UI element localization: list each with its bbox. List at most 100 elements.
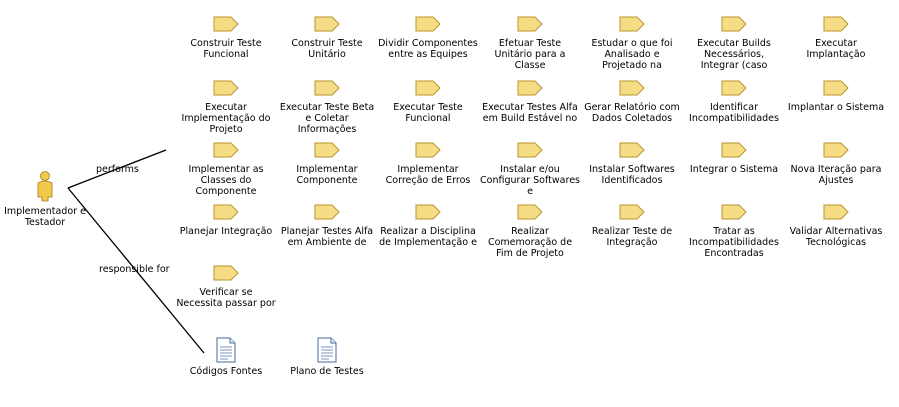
- task-node[interactable]: Realizar Comemoração de Fim de Projeto: [480, 204, 580, 259]
- task-icon: [721, 142, 747, 158]
- artifact-label: Códigos Fontes: [189, 366, 263, 377]
- task-label: Executar Implementação do Projeto: [181, 102, 271, 135]
- task-icon: [415, 204, 441, 220]
- performs-connector: [67, 149, 167, 189]
- task-label: Executar Testes Alfa em Build Estável no: [482, 102, 578, 124]
- task-icon: [517, 16, 543, 32]
- task-icon: [619, 80, 645, 96]
- task-icon: [213, 16, 239, 32]
- task-icon: [415, 80, 441, 96]
- task-label: Realizar a Disciplina de Implementação e: [379, 226, 477, 248]
- task-icon: [314, 80, 340, 96]
- performs-label: performs: [96, 164, 139, 175]
- task-node[interactable]: Construir Teste Funcional: [176, 16, 276, 60]
- task-icon: [619, 142, 645, 158]
- task-node[interactable]: Planejar Testes Alfa em Ambiente de: [277, 204, 377, 248]
- task-label: Validar Alternativas Tecnológicas: [789, 226, 883, 248]
- task-node[interactable]: Estudar o que foi Analisado e Projetado …: [582, 16, 682, 71]
- task-node[interactable]: Verificar se Necessita passar por: [176, 265, 276, 309]
- task-node[interactable]: Realizar a Disciplina de Implementação e: [378, 204, 478, 248]
- artifact-label: Plano de Testes: [290, 366, 364, 377]
- task-icon: [415, 142, 441, 158]
- person-icon: [37, 171, 53, 202]
- task-label: Efetuar Teste Unitário para a Classe: [494, 38, 566, 71]
- task-icon: [314, 142, 340, 158]
- task-node[interactable]: Nova Iteração para Ajustes: [786, 142, 886, 186]
- task-label: Implementar Correção de Erros: [385, 164, 471, 186]
- task-node[interactable]: Instalar e/ou Configurar Softwares e: [480, 142, 580, 197]
- task-node[interactable]: Tratar as Incompatibilidades Encontradas: [684, 204, 784, 259]
- task-label: Planejar Integração: [179, 226, 273, 237]
- task-label: Instalar e/ou Configurar Softwares e: [480, 164, 580, 197]
- task-label: Tratar as Incompatibilidades Encontradas: [689, 226, 779, 259]
- task-icon: [721, 80, 747, 96]
- task-node[interactable]: Identificar Incompatibilidades: [684, 80, 784, 124]
- task-node[interactable]: Construir Teste Unitário: [277, 16, 377, 60]
- task-node[interactable]: Integrar o Sistema: [684, 142, 784, 175]
- task-label: Construir Teste Funcional: [190, 38, 262, 60]
- task-node[interactable]: Implementar Componente: [277, 142, 377, 186]
- task-node[interactable]: Implementar Correção de Erros: [378, 142, 478, 186]
- role-implementador-testador[interactable]: Implementador e Testador: [0, 170, 90, 228]
- task-label: Instalar Softwares Identificados: [589, 164, 675, 186]
- role-name: Implementador e Testador: [4, 206, 86, 228]
- task-icon: [213, 204, 239, 220]
- task-icon: [823, 16, 849, 32]
- artifact-node[interactable]: Códigos Fontes: [176, 337, 276, 377]
- task-node[interactable]: Dividir Componentes entre as Equipes: [378, 16, 478, 60]
- task-label: Identificar Incompatibilidades: [689, 102, 779, 124]
- task-label: Executar Teste Funcional: [393, 102, 463, 124]
- task-label: Construir Teste Unitário: [291, 38, 363, 60]
- task-icon: [213, 142, 239, 158]
- task-label: Realizar Teste de Integração: [591, 226, 673, 248]
- task-icon: [517, 142, 543, 158]
- task-icon: [823, 142, 849, 158]
- artifact-node[interactable]: Plano de Testes: [277, 337, 377, 377]
- task-label: Gerar Relatório com Dados Coletados: [584, 102, 680, 124]
- task-node[interactable]: Executar Teste Beta e Coletar Informaçõe…: [277, 80, 377, 135]
- task-icon: [213, 265, 239, 281]
- task-icon: [823, 80, 849, 96]
- task-label: Nova Iteração para Ajustes: [790, 164, 882, 186]
- task-label: Planejar Testes Alfa em Ambiente de: [280, 226, 374, 248]
- document-icon: [216, 337, 236, 363]
- task-node[interactable]: Executar Implementação do Projeto: [176, 80, 276, 135]
- task-label: Executar Teste Beta e Coletar Informaçõe…: [279, 102, 375, 135]
- document-icon: [317, 337, 337, 363]
- task-icon: [213, 80, 239, 96]
- task-label: Verificar se Necessita passar por: [176, 287, 276, 309]
- task-node[interactable]: Instalar Softwares Identificados: [582, 142, 682, 186]
- task-node[interactable]: Realizar Teste de Integração: [582, 204, 682, 248]
- task-label: Implementar Componente: [296, 164, 358, 186]
- task-node[interactable]: Executar Testes Alfa em Build Estável no: [480, 80, 580, 124]
- task-node[interactable]: Efetuar Teste Unitário para a Classe: [480, 16, 580, 71]
- task-label: Integrar o Sistema: [689, 164, 779, 175]
- task-node[interactable]: Implantar o Sistema: [786, 80, 886, 113]
- task-node[interactable]: Implementar as Classes do Componente: [176, 142, 276, 197]
- task-label: Realizar Comemoração de Fim de Projeto: [487, 226, 573, 259]
- task-label: Estudar o que foi Analisado e Projetado …: [591, 38, 673, 71]
- task-icon: [721, 16, 747, 32]
- task-icon: [517, 204, 543, 220]
- task-icon: [314, 204, 340, 220]
- task-icon: [314, 16, 340, 32]
- task-node[interactable]: Gerar Relatório com Dados Coletados: [582, 80, 682, 124]
- task-node[interactable]: Executar Teste Funcional: [378, 80, 478, 124]
- task-node[interactable]: Executar Builds Necessários, Integrar (c…: [684, 16, 784, 71]
- task-label: Implementar as Classes do Componente: [188, 164, 264, 197]
- task-label: Dividir Componentes entre as Equipes: [378, 38, 478, 60]
- task-icon: [721, 204, 747, 220]
- task-icon: [517, 80, 543, 96]
- task-label: Executar Builds Necessários, Integrar (c…: [697, 38, 771, 71]
- task-icon: [619, 16, 645, 32]
- task-label: Implantar o Sistema: [787, 102, 885, 113]
- responsible-for-label: responsible for: [99, 264, 170, 275]
- task-label: Executar Implantação: [806, 38, 866, 60]
- responsible-for-connector: [67, 187, 205, 354]
- task-icon: [415, 16, 441, 32]
- task-icon: [619, 204, 645, 220]
- task-icon: [823, 204, 849, 220]
- task-node[interactable]: Executar Implantação: [786, 16, 886, 60]
- task-node[interactable]: Validar Alternativas Tecnológicas: [786, 204, 886, 248]
- task-node[interactable]: Planejar Integração: [176, 204, 276, 237]
